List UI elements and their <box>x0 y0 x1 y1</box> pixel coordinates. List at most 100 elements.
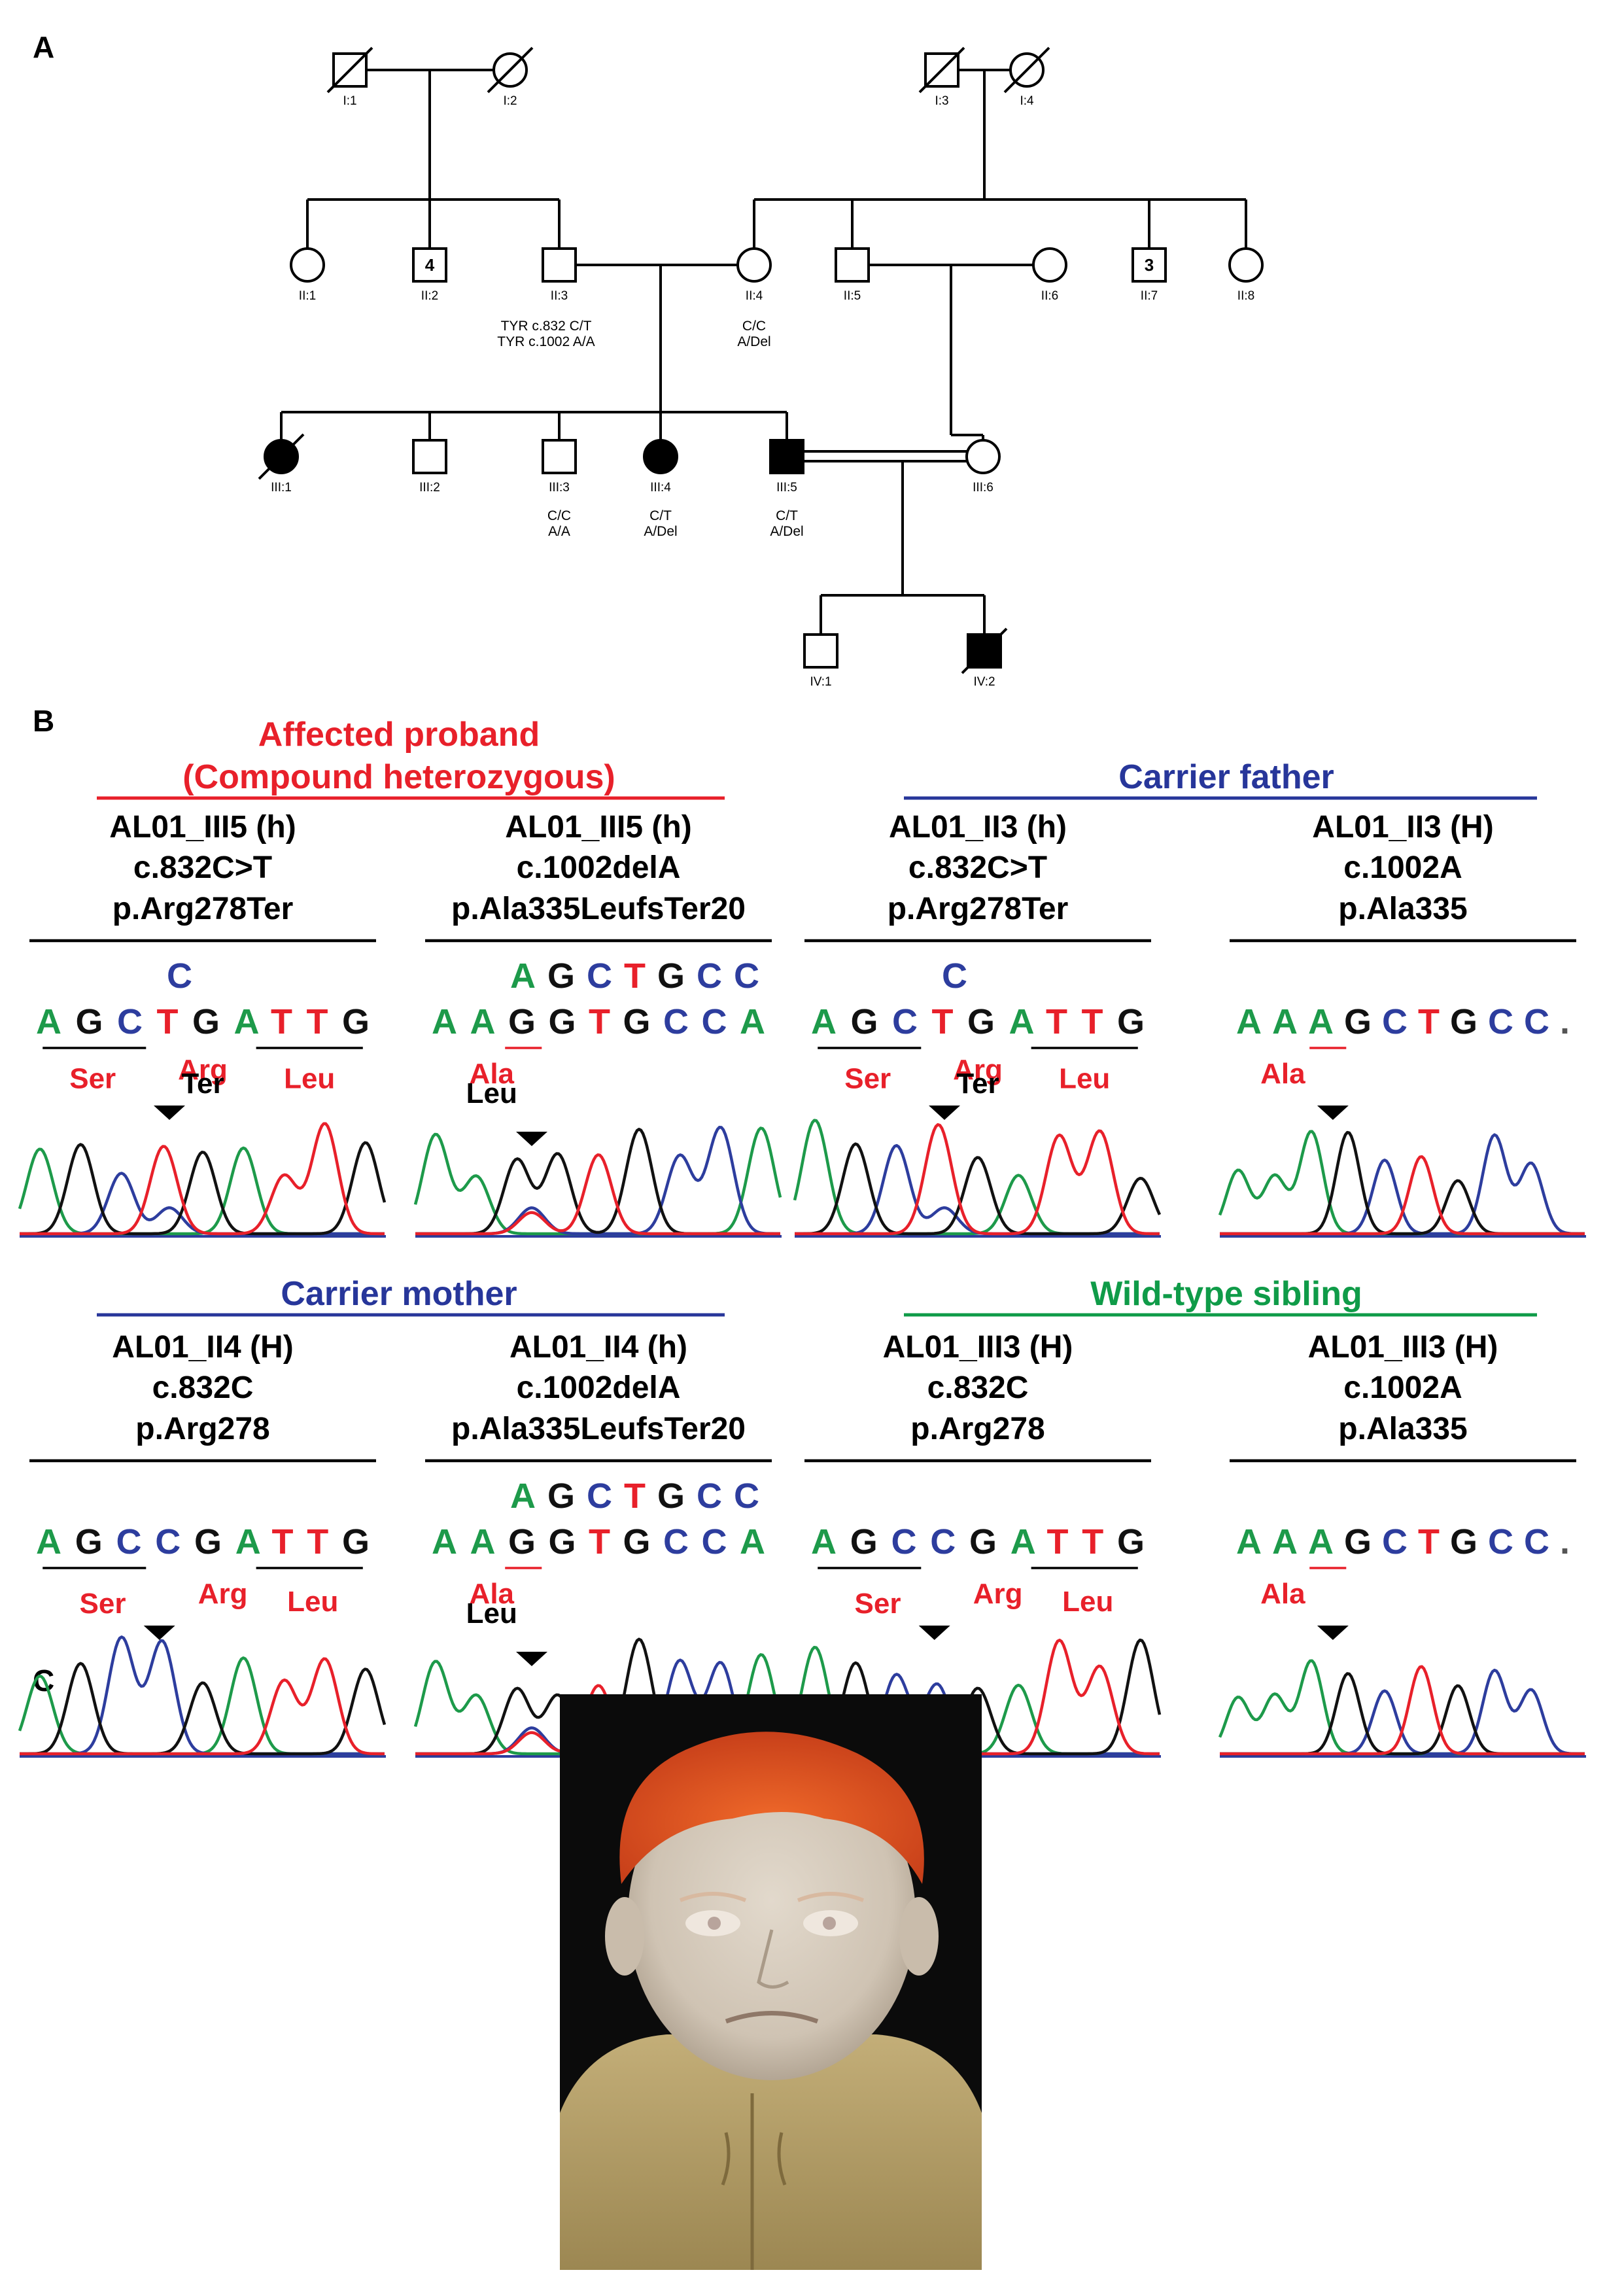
variant-arrow-icon <box>1317 1106 1349 1120</box>
pedigree-individual: III:6 <box>965 439 1001 495</box>
base-call: C <box>1524 1002 1549 1041</box>
group-title: Affected proband <box>258 716 540 754</box>
pedigree-individual: I:4 <box>1003 46 1050 108</box>
individual-id: II:4 <box>746 289 763 303</box>
base-call: G <box>1344 1002 1372 1041</box>
base-call: T <box>1082 1522 1103 1561</box>
mouth <box>725 2011 819 2024</box>
chromatogram-m2: AL01_II4 (h)c.1002delAp.Ala335LeufsTer20… <box>413 1330 782 1758</box>
trace-A <box>18 1146 385 1236</box>
base-call: A <box>432 1002 457 1041</box>
amino-acid-label: Ala <box>1260 1578 1305 1610</box>
female-circle-icon <box>643 439 678 474</box>
base-call: G <box>850 1522 878 1561</box>
sibling-count: 3 <box>1145 255 1154 275</box>
trace-G <box>1220 1130 1585 1236</box>
individual-id: III:3 <box>549 481 570 495</box>
amino-acid-label: Ala <box>470 1578 515 1610</box>
individual-id: II:1 <box>299 289 316 303</box>
group-proband: Affected proband (Compound heterozygous) <box>97 716 725 800</box>
base-call: . <box>1560 1002 1570 1041</box>
pedigree-individual: II:1 <box>290 247 325 303</box>
trace-G <box>795 1638 1162 1756</box>
individual-id: II:2 <box>421 289 438 303</box>
base-call: C <box>116 1522 142 1561</box>
female-circle-icon <box>965 439 1001 474</box>
amino-acid-label: Leu <box>1062 1586 1113 1618</box>
right-iris <box>823 1917 836 1930</box>
amino-acid-label: Leu <box>1059 1063 1110 1095</box>
group-headers: Affected proband (Compound heterozygous) C… <box>97 716 1537 1317</box>
base-call: T <box>1046 1522 1068 1561</box>
sample-id: AL01_III3 (H) <box>1308 1330 1498 1365</box>
reference-base: C <box>942 956 967 996</box>
panel-label-a: A <box>33 30 54 64</box>
base-call: . <box>1560 1522 1570 1561</box>
amino-acid-label: Leu <box>287 1586 338 1618</box>
base-call: G <box>548 1522 576 1561</box>
genotype-line2: A/Del <box>737 334 770 349</box>
trace-T <box>20 1122 385 1236</box>
base-call: C <box>702 1522 727 1561</box>
base-call: G <box>623 1522 651 1561</box>
individual-id: II:8 <box>1237 289 1254 303</box>
deceased-slash-icon <box>487 46 534 94</box>
shirt <box>560 2034 982 2270</box>
variant-arrow-icon <box>929 1106 960 1120</box>
female-circle-icon <box>290 247 325 283</box>
pedigree-individual: II:6 <box>1032 247 1067 303</box>
pedigree-individual: III:2 <box>412 439 447 495</box>
base-call: A <box>1308 1002 1334 1041</box>
individual-id: II:5 <box>844 289 861 303</box>
individual-id: I:1 <box>343 94 356 108</box>
amino-acid-label: Ser <box>80 1588 126 1620</box>
reference-base: C <box>734 956 759 996</box>
male-square-icon <box>542 247 577 283</box>
group-subtitle: (Compound heterozygous) <box>182 758 615 796</box>
base-call: T <box>271 1522 293 1561</box>
panel-label-b: B <box>33 704 54 738</box>
trace-T <box>415 1153 780 1236</box>
sibling-count: 4 <box>425 255 435 275</box>
individual-id: III:2 <box>419 481 440 495</box>
variant-protein: p.Ala335LeufsTer20 <box>451 892 746 926</box>
base-call: T <box>589 1002 610 1041</box>
variant-cdna: c.1002delA <box>517 1370 681 1405</box>
amino-acid-label: Ter <box>181 1068 224 1100</box>
base-call: G <box>969 1522 997 1561</box>
variant-protein: p.Arg278 <box>135 1412 269 1446</box>
trace-C <box>20 1635 385 1756</box>
reference-base: C <box>734 1476 759 1516</box>
group-sibling: Wild-type sibling <box>904 1275 1537 1317</box>
genotype-line1: C/T <box>776 508 798 523</box>
base-call: C <box>663 1522 689 1561</box>
individual-id: I:4 <box>1020 94 1034 108</box>
reference-base: C <box>587 956 612 996</box>
variant-cdna: c.832C <box>927 1370 1029 1405</box>
pedigree-individual: II:8 <box>1228 247 1264 303</box>
pedigree-individual: IV:1 <box>803 633 838 689</box>
base-call: A <box>432 1522 457 1561</box>
variant-cdna: c.1002delA <box>517 850 681 885</box>
shirt-embroidery <box>721 2093 787 2270</box>
base-call: A <box>1272 1522 1298 1561</box>
reference-base: T <box>624 1476 646 1516</box>
base-call: G <box>548 1002 576 1041</box>
male-square-icon <box>835 247 870 283</box>
male-square-icon <box>412 247 447 283</box>
group-title: Carrier mother <box>281 1275 517 1313</box>
variant-arrow-icon <box>918 1626 950 1640</box>
variant-protein: p.Arg278 <box>910 1412 1045 1446</box>
base-call: A <box>1308 1522 1334 1561</box>
sample-id: AL01_III5 (h) <box>109 810 296 845</box>
base-call: A <box>1236 1002 1262 1041</box>
base-call: A <box>811 1002 837 1041</box>
genotype-line2: A/Del <box>644 524 677 539</box>
deceased-slash-icon <box>961 627 1008 674</box>
